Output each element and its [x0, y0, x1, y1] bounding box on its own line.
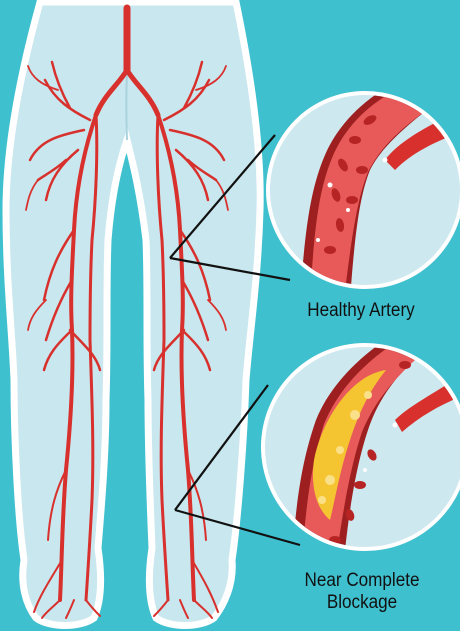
blocked-artery-magnifier — [261, 330, 460, 560]
legs-figure — [6, 2, 260, 626]
blockage-label: Near Complete Blockage — [290, 570, 434, 614]
healthy-artery-magnifier — [266, 80, 460, 300]
leg-silhouette — [6, 2, 260, 626]
blockage-label-line1: Near Complete — [290, 570, 434, 592]
blockage-label-line2: Blockage — [290, 592, 434, 614]
healthy-artery-label: Healthy Artery — [294, 300, 429, 322]
